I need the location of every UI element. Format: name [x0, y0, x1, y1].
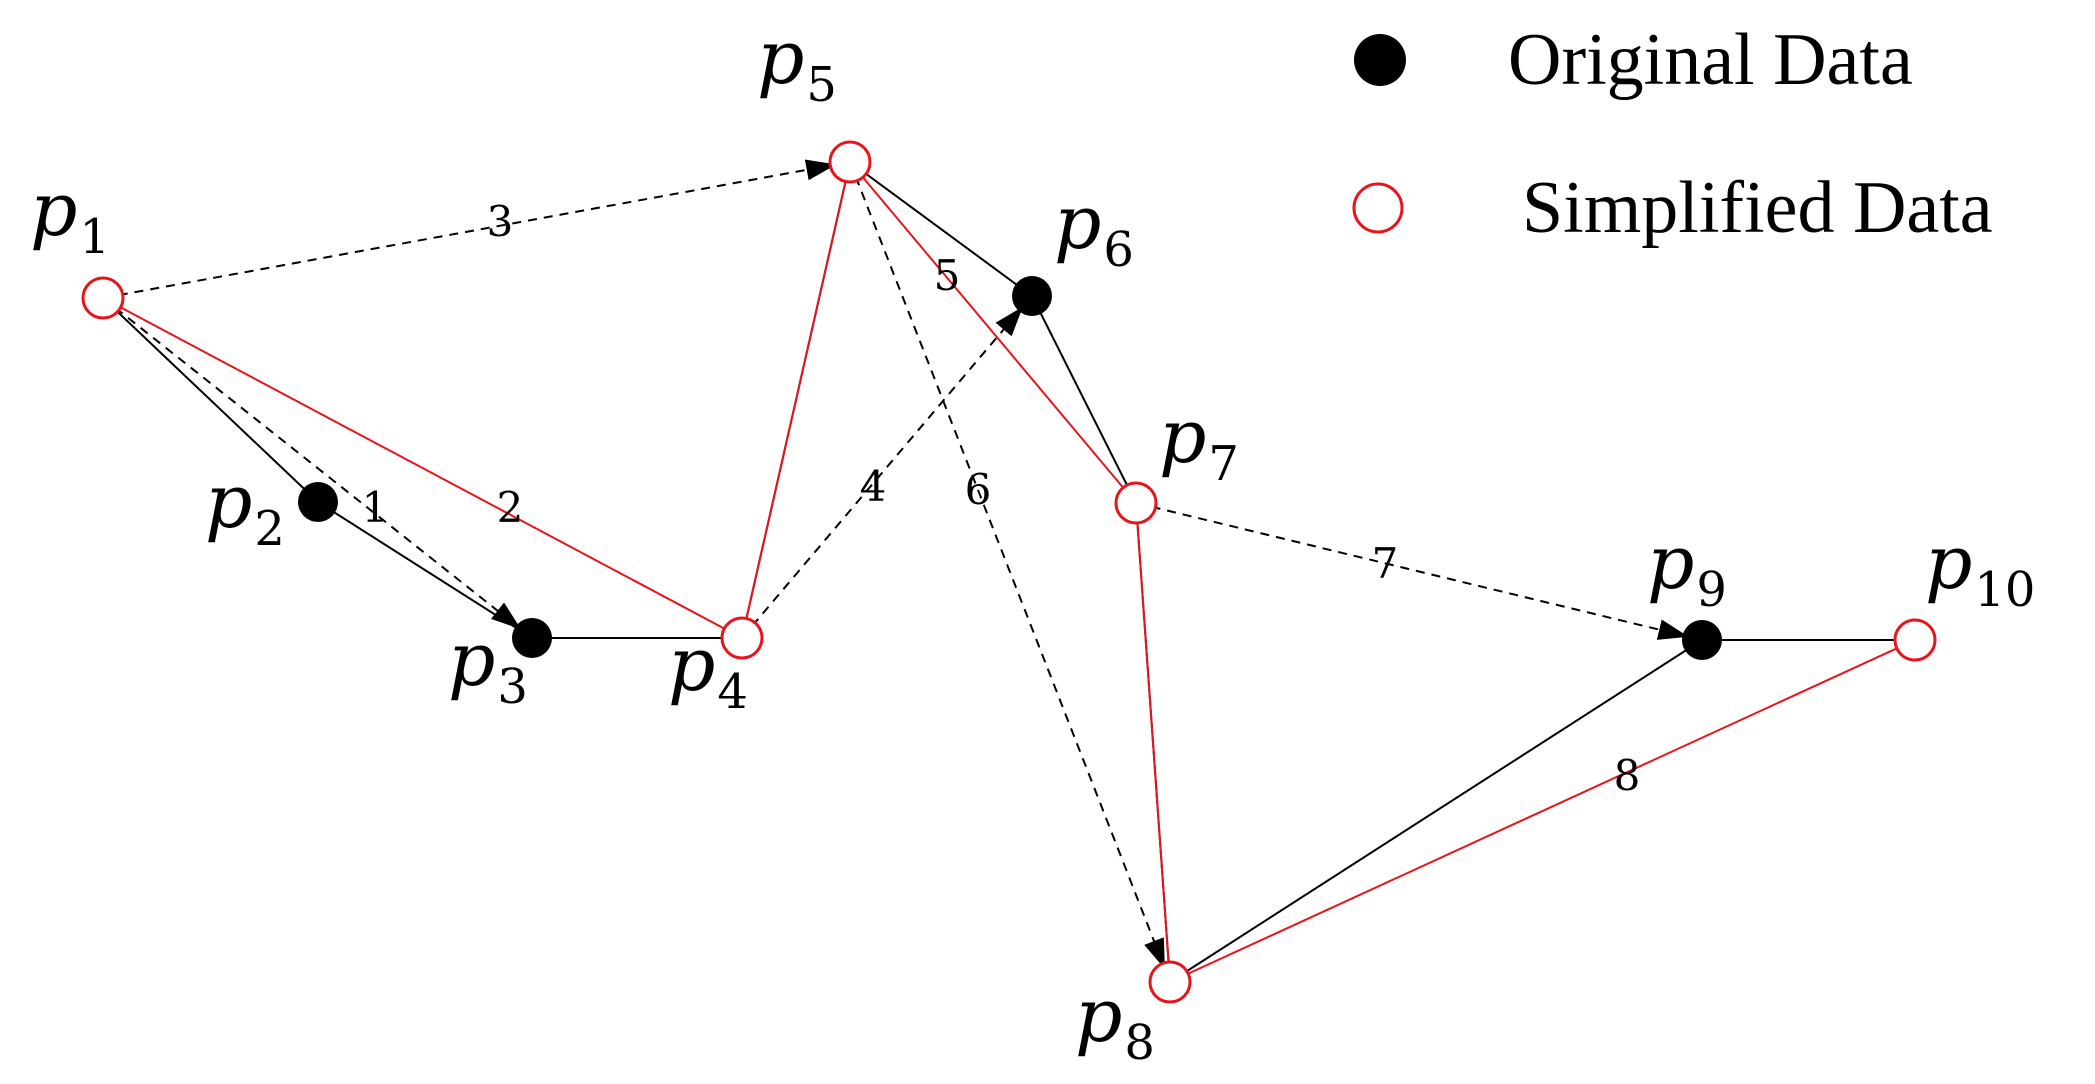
point-label-p7-base: p	[1159, 394, 1206, 480]
step-label-4: 4	[860, 462, 887, 511]
point-p5-simplified	[828, 140, 872, 184]
step-arrow-3	[102, 159, 837, 299]
legend-simplified-label: Simplified Data	[1522, 167, 1993, 249]
point-label-p4-subscript: 4	[717, 664, 748, 720]
point-p7-simplified	[1114, 481, 1158, 525]
step-arrow-6	[849, 161, 1166, 970]
step-arrow-4	[741, 306, 1024, 639]
step-label-3: 3	[487, 197, 514, 246]
original-segment-p8-p9	[1169, 639, 1703, 983]
point-label-p9-subscript: 9	[1696, 562, 1727, 618]
step-label-8: 8	[1614, 751, 1641, 800]
point-label-p4-base: p	[668, 622, 715, 708]
step-labels-layer: 1 2 3 4 5 6 7 8	[362, 197, 1641, 800]
simplified-segment-p1-p4	[102, 297, 743, 639]
step-label-1: 1	[362, 483, 389, 532]
point-p2-original	[298, 482, 338, 522]
point-label-p2-subscript: 2	[254, 501, 285, 557]
point-label-p3-subscript: 3	[497, 659, 528, 715]
point-label-p2-base: p	[205, 459, 252, 545]
point-label-p7-subscript: 7	[1208, 436, 1239, 492]
point-p1-simplified	[81, 276, 125, 320]
point-label-p3-base: p	[448, 617, 495, 703]
point-label-p1-base: p	[30, 167, 77, 253]
point-label-p1: p1	[30, 167, 110, 265]
simplified-segment-p8-p10	[1169, 639, 1916, 983]
point-label-p10-subscript: 10	[1974, 562, 2035, 618]
simplified-segment-p4-p5	[741, 161, 851, 639]
step-label-7: 7	[1372, 539, 1399, 588]
point-label-p5: p5	[757, 15, 837, 113]
point-label-p10: p10	[1925, 520, 2035, 618]
point-p10-simplified	[1893, 618, 1937, 662]
step-arrow-1	[102, 297, 522, 631]
step-arrows-layer	[102, 159, 1689, 970]
point-label-p10-base: p	[1925, 520, 1972, 606]
point-label-p5-base: p	[757, 15, 804, 101]
point-label-p9-base: p	[1647, 520, 1694, 606]
legend-original-label: Original Data	[1508, 19, 1913, 101]
step-label-6: 6	[965, 465, 992, 514]
point-label-p5-subscript: 5	[806, 57, 837, 113]
points-layer	[81, 140, 1937, 1004]
point-label-p8-base: p	[1075, 973, 1122, 1059]
point-p3-original	[512, 618, 552, 658]
point-p9-original	[1682, 620, 1722, 660]
point-label-p8: p8	[1075, 973, 1155, 1071]
point-label-p8-subscript: 8	[1124, 1015, 1155, 1071]
original-segment-p6-p7	[1031, 295, 1137, 504]
point-p6-original	[1012, 276, 1052, 316]
simplified-path-layer	[102, 161, 1916, 983]
point-label-p6-base: p	[1054, 180, 1101, 266]
legend-original-marker	[1354, 34, 1406, 86]
point-p4-simplified	[720, 616, 764, 660]
point-label-p1-subscript: 1	[79, 209, 110, 265]
point-p8-simplified	[1148, 960, 1192, 1004]
step-label-2: 2	[497, 483, 524, 532]
simplified-segment-p5-p7	[849, 161, 1137, 504]
step-arrow-7	[1135, 502, 1689, 640]
point-label-p7: p7	[1159, 394, 1239, 492]
original-segment-p1-p2	[102, 297, 319, 503]
point-label-p6: p6	[1054, 180, 1134, 278]
legend: Original Data Simplified Data	[1352, 19, 1993, 249]
original-segment-p5-p6	[849, 161, 1033, 297]
point-label-p9: p9	[1647, 520, 1727, 618]
point-label-p4: p4	[668, 622, 748, 720]
simplified-segment-p7-p8	[1135, 502, 1171, 983]
legend-simplified-marker	[1352, 182, 1404, 234]
point-label-p2: p2	[205, 459, 285, 557]
step-label-5: 5	[934, 251, 961, 300]
point-label-p6-subscript: 6	[1103, 222, 1134, 278]
point-label-p3: p3	[448, 617, 528, 715]
